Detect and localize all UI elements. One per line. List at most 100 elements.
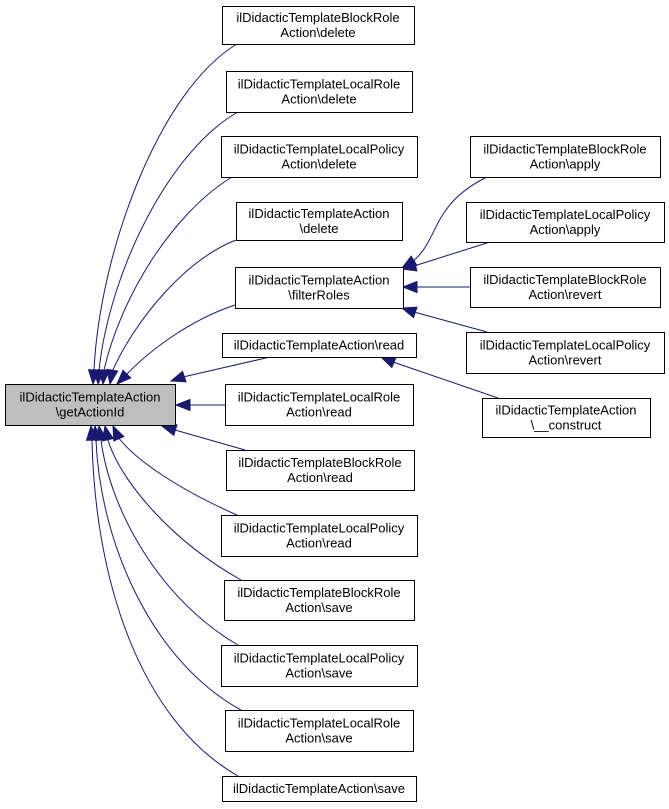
edge-line: [91, 439, 239, 777]
node-box: [222, 776, 417, 802]
node-action-delete[interactable]: ilDidacticTemplateAction\delete: [236, 202, 403, 241]
arrowhead-icon: [97, 369, 111, 386]
node-label: ilDidacticTemplateLocalRole: [238, 716, 401, 731]
nodes-layer: ilDidacticTemplateAction\getActionIdilDi…: [5, 6, 665, 802]
edge-line: [413, 311, 488, 333]
edge-line: [413, 241, 491, 267]
node-label: Action\revert: [529, 353, 602, 368]
arrowhead-icon: [174, 398, 191, 412]
node-box: [226, 450, 415, 491]
edges-layer: [85, 43, 499, 777]
node-label: ilDidacticTemplateLocalPolicy: [480, 338, 651, 353]
node-box: [236, 202, 403, 241]
edge-action_save-to-root: [85, 424, 239, 777]
node-label: Action\save: [285, 600, 352, 615]
node-box: [5, 384, 176, 426]
edge-block_save-to-root: [101, 424, 242, 581]
node-label: ilDidacticTemplateBlockRole: [236, 10, 399, 25]
node-box: [235, 267, 404, 309]
node-box: [466, 202, 665, 243]
node-box: [226, 71, 413, 113]
node-label: ilDidacticTemplateAction: [249, 206, 390, 221]
edge-line: [111, 239, 237, 373]
edge-local_policy_delete-to-root: [97, 176, 233, 386]
node-label: ilDidacticTemplateAction: [496, 403, 637, 418]
arrowhead-icon: [379, 356, 397, 369]
node-label: Action\apply: [530, 157, 601, 172]
node-label: ilDidacticTemplateBlockRole: [483, 272, 646, 287]
node-local-policy-revert[interactable]: ilDidacticTemplateLocalPolicyAction\reve…: [466, 332, 665, 374]
arrowhead-icon: [116, 369, 132, 385]
node-label: ilDidacticTemplateLocalPolicy: [480, 207, 651, 222]
edge-action_read-to-root: [169, 356, 271, 383]
node-label: Action\delete: [280, 25, 355, 40]
arrowhead-icon: [169, 370, 187, 383]
node-box: [224, 580, 415, 621]
node-label: Action\read: [287, 470, 353, 485]
node-label: ilDidacticTemplateBlockRole: [237, 585, 400, 600]
node-box: [470, 136, 661, 178]
edge-local_policy_apply-to-filter_roles: [400, 241, 491, 272]
edge-local_policy_revert-to-filter_roles: [400, 306, 488, 333]
edge-line: [392, 361, 499, 399]
node-action-read[interactable]: ilDidacticTemplateAction\read: [222, 333, 417, 358]
node-label: Action\revert: [529, 287, 602, 302]
node-label: Action\read: [286, 405, 352, 420]
node-box: [225, 710, 414, 752]
edge-local_policy_read-to-root: [112, 424, 238, 516]
node-local-policy-apply[interactable]: ilDidacticTemplateLocalPolicyAction\appl…: [466, 202, 665, 243]
node-label: ilDidacticTemplateLocalPolicy: [234, 651, 405, 666]
edge-line: [98, 111, 239, 371]
node-box: [470, 267, 661, 308]
node-label: \filterRoles: [288, 288, 350, 303]
node-label: ilDidacticTemplateBlockRole: [238, 455, 401, 470]
node-label: Action\apply: [530, 222, 601, 237]
node-box: [221, 645, 418, 687]
node-box: [221, 136, 418, 178]
node-label: ilDidacticTemplateAction: [20, 390, 161, 405]
edge-line: [103, 176, 233, 371]
node-local-policy-delete[interactable]: ilDidacticTemplateLocalPolicyAction\dele…: [221, 136, 418, 178]
root-node[interactable]: ilDidacticTemplateAction\getActionId: [5, 384, 176, 426]
node-action-save[interactable]: ilDidacticTemplateAction\save: [222, 776, 417, 802]
node-label: ilDidacticTemplateBlockRole: [483, 142, 646, 157]
arrowhead-icon: [400, 306, 418, 319]
node-construct[interactable]: ilDidacticTemplateAction\__construct: [482, 398, 651, 438]
node-box: [222, 6, 415, 45]
edge-block_revert-to-filter_roles: [401, 280, 470, 294]
node-filter-roles[interactable]: ilDidacticTemplateAction\filterRoles: [235, 267, 404, 309]
edge-block_delete-to-root: [87, 43, 238, 386]
node-box: [482, 398, 651, 438]
edge-line: [117, 436, 238, 516]
node-label: ilDidacticTemplateAction\read: [234, 338, 405, 353]
node-label: ilDidacticTemplateLocalRole: [238, 77, 401, 92]
edge-line: [174, 429, 246, 451]
edge-block_read-to-root: [160, 424, 246, 451]
node-label: Action\delete: [281, 157, 356, 172]
arrowhead-icon: [401, 280, 418, 294]
edge-line: [95, 439, 242, 711]
node-box: [225, 384, 414, 426]
node-label: ilDidacticTemplateLocalRole: [238, 390, 401, 405]
node-label: ilDidacticTemplateLocalPolicy: [234, 521, 405, 536]
node-label: ilDidacticTemplateAction\save: [233, 781, 405, 796]
node-label: ilDidacticTemplateAction: [249, 273, 390, 288]
edge-line: [93, 43, 238, 371]
edge-local_role_save-to-root: [89, 424, 242, 711]
edge-filter_roles-to-root: [116, 304, 236, 385]
node-label: Action\delete: [281, 92, 356, 107]
node-label: \delete: [299, 221, 338, 236]
edge-action_delete-to-root: [106, 239, 237, 386]
arrowhead-icon: [85, 424, 99, 441]
